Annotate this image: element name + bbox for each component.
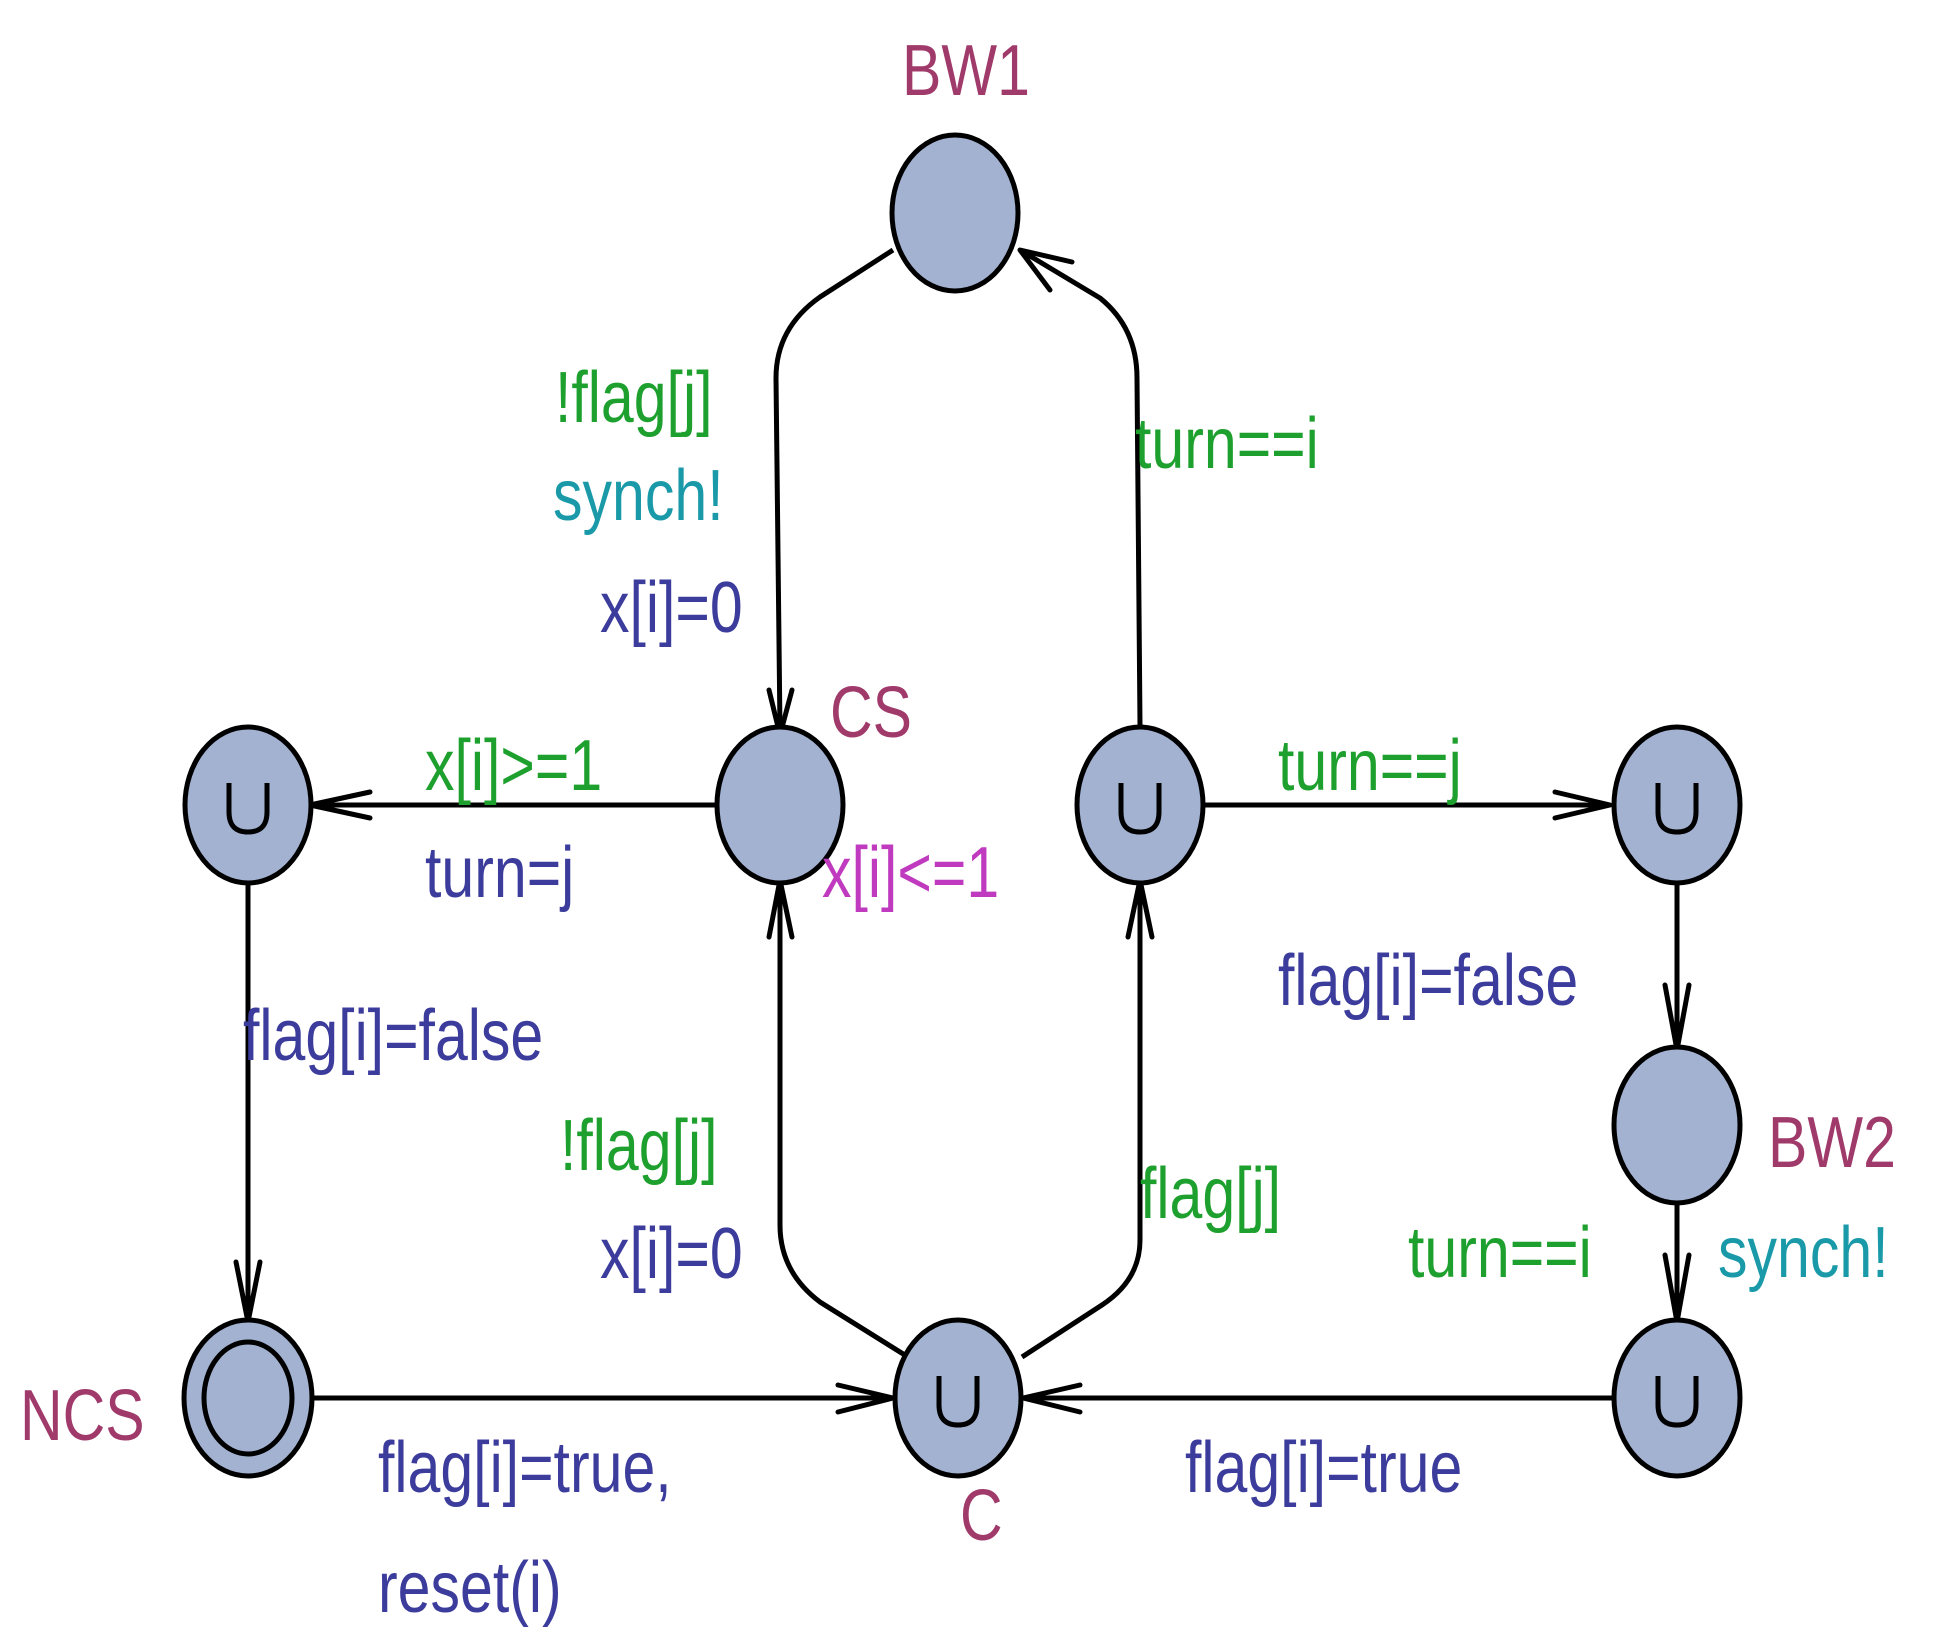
location-ncs-initial-ring [201, 1339, 295, 1457]
arrowhead-into-bw1 [1017, 247, 1075, 293]
location-names: BW1 CS NCS C BW2 [20, 29, 1896, 1555]
urgent-mark-right [1655, 783, 1699, 835]
locations [181, 132, 1743, 1479]
edge-c-to-cs [777, 880, 910, 1360]
update-cs-to-left: turn=j [425, 831, 574, 912]
edge-mid-to-bw1 [1018, 247, 1143, 726]
guard-c-to-cs: !flag[j] [560, 1104, 718, 1185]
guard-bw1-to-cs: !flag[j] [555, 356, 713, 437]
guard-c-to-mid: flag[j] [1140, 1152, 1281, 1233]
location-right-urgent [1611, 724, 1743, 886]
update-c-to-cs: x[i]=0 [600, 1212, 743, 1293]
update-ncs-to-c-line2: reset(i) [378, 1546, 562, 1627]
sync-bw2-to-bottom: synch! [1718, 1211, 1889, 1292]
update-ncs-to-c-line1: flag[i]=true, [378, 1426, 672, 1507]
urgent-mark-left [226, 783, 270, 835]
location-cs [714, 724, 846, 886]
location-name-cs: CS [830, 671, 912, 752]
location-c [892, 1317, 1024, 1479]
location-name-bw2: BW2 [1768, 1101, 1896, 1182]
arrowhead-into-right [1552, 789, 1613, 821]
guard-bw2-to-bottom: turn==i [1408, 1211, 1592, 1292]
invariant-cs: x[i]<=1 [822, 831, 999, 912]
edge-c-to-mid [1020, 880, 1143, 1360]
edges [233, 247, 1692, 1415]
update-left-to-ncs: flag[i]=false [243, 994, 543, 1075]
sync-bw1-to-cs: synch! [553, 454, 724, 535]
location-name-ncs: NCS [20, 1374, 145, 1455]
location-mid-urgent [1074, 724, 1206, 886]
location-bottom-right-urgent [1611, 1317, 1743, 1479]
location-name-bw1: BW1 [902, 29, 1030, 110]
guard-mid-to-right: turn==j [1278, 724, 1462, 805]
guard-mid-to-bw1: turn==i [1135, 402, 1319, 483]
edge-bw1-to-cs [773, 247, 895, 731]
update-bottom-to-c: flag[i]=true [1185, 1426, 1462, 1507]
location-left-urgent [182, 724, 314, 886]
urgent-mark-mid [1118, 783, 1162, 835]
urgent-mark-bottom-right [1655, 1376, 1699, 1428]
urgent-mark-c [936, 1376, 980, 1428]
guard-cs-to-left: x[i]>=1 [425, 724, 602, 805]
update-bw1-to-cs: x[i]=0 [600, 566, 743, 647]
update-right-to-bw2: flag[i]=false [1278, 939, 1578, 1020]
location-bw1 [889, 132, 1021, 294]
edge-labels: !flag[j] synch! x[i]=0 x[i]>=1 turn=j fl… [243, 356, 1889, 1627]
location-bw2 [1611, 1044, 1743, 1206]
location-name-c: C [960, 1474, 1003, 1555]
